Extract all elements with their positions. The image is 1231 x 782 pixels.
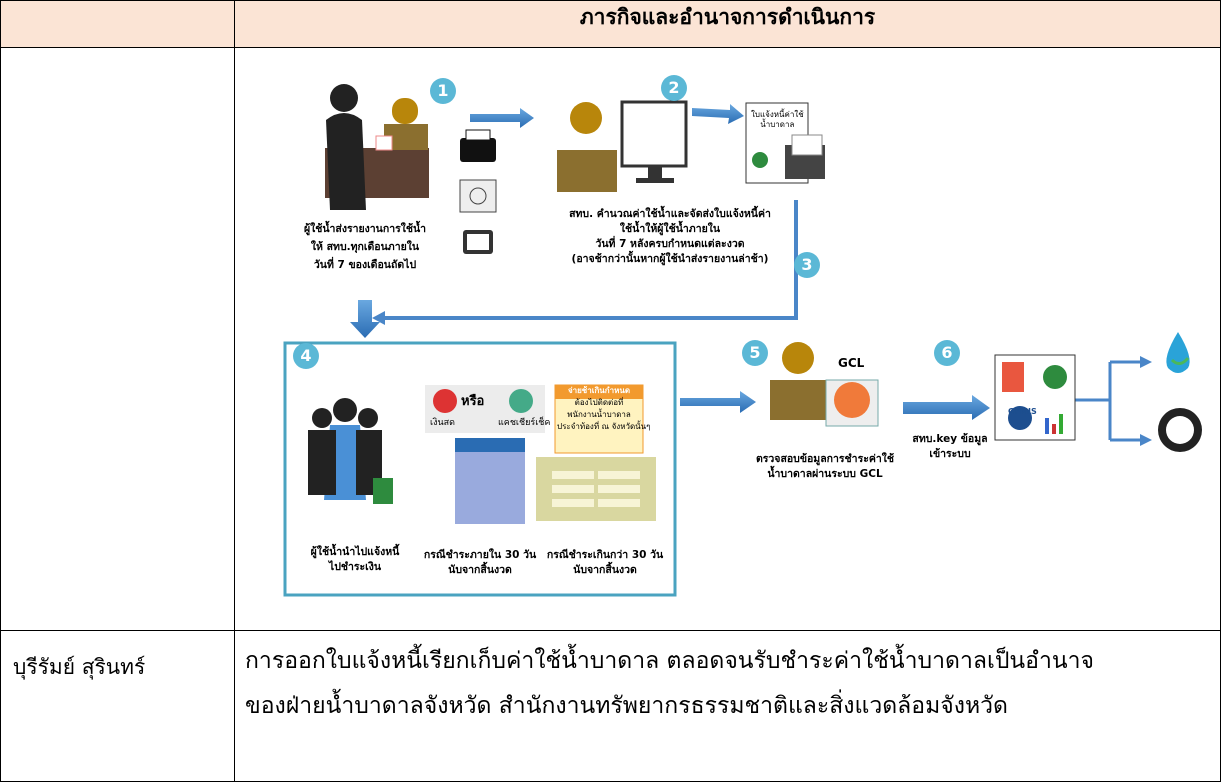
late-box-line-2: พนักงานน้ำบาดาล [567, 410, 631, 419]
arrow-5-6 [903, 395, 990, 420]
caption-key-2: เข้าระบบ [929, 448, 971, 460]
caption-calc-3: วันที่ 7 หลังครบกำหนดแต่ละงวด [595, 238, 745, 250]
caption-check-2: น้ำบาดาลผ่านระบบ GCL [767, 468, 883, 480]
caption-key: สทบ.key ข้อมูล เข้าระบบ [905, 432, 995, 462]
gcl-label: GCL [838, 356, 865, 370]
caption-user-report: ผู้ใช้น้ำส่งรายงานการใช้น้ำ ให้ สทบ.ทุกเ… [300, 220, 430, 274]
late-box-text: จ่ายช้าเกินกำหนด ต้องไปติดต่อที่ พนักงาน… [557, 385, 651, 433]
step-4-badge: 4 [293, 343, 319, 369]
email-icon [459, 179, 497, 213]
diagram-left-cell [0, 47, 235, 631]
late-box-title: จ่ายช้าเกินกำหนด [567, 386, 631, 395]
step-2-badge: 2 [661, 75, 687, 101]
caption-pay-1: ผู้ใช้น้ำนำไปแจ้งหนี้ [310, 546, 400, 558]
caption-calc-1: สทบ. คำนวณค่าใช้น้ำและจัดส่งใบแจ้งหนี้ค่… [569, 208, 771, 220]
province-row: บุรีรัมย์ สุรินทร์ การออกใบแจ้งหนี้เรียก… [0, 630, 1221, 782]
caption-user-report-2: ให้ สทบ.ทุกเดือนภายใน [310, 241, 420, 253]
payer-group-image [308, 398, 393, 504]
ministry-logo [1158, 408, 1202, 452]
arrow-2-invoice [692, 104, 744, 124]
arrow-1-2 [470, 108, 534, 128]
cheque-text: แคชเชียร์เช็ค [498, 418, 551, 428]
cash-text: เงินสด [430, 418, 455, 428]
step4-frame [283, 341, 677, 597]
groundwater-logo [1166, 332, 1190, 373]
province-name: บุรีรัมย์ สุรินทร์ [0, 630, 235, 782]
tablet-icon [463, 230, 493, 254]
bank-building-image [455, 438, 525, 524]
caption-check-1: ตรวจสอบข้อมูลการชำระค่าใช้ [755, 453, 895, 465]
late-payment-image [536, 384, 656, 521]
caption-pay: ผู้ใช้น้ำนำไปแจ้งหนี้ ไปชำระเงิน [300, 545, 410, 575]
or-text: หรือ [461, 394, 485, 409]
header-left-cell [0, 0, 235, 48]
arrow-3-return [385, 200, 798, 320]
arrow-split-head-bottom [1140, 434, 1152, 446]
invoice-text: ใบแจ้งหนี้ค่าใช้ น้ำบาดาล [751, 110, 804, 130]
step-6-badge: 6 [934, 340, 960, 366]
caption-check: ตรวจสอบข้อมูลการชำระค่าใช้ น้ำบาดาลผ่านร… [745, 452, 905, 482]
gfmis-image [994, 354, 1076, 441]
user-at-counter-image [325, 84, 429, 210]
step-3-badge: 3 [794, 252, 820, 278]
arrow-4-5 [680, 391, 756, 413]
cash-or-cheque-image [425, 385, 545, 433]
officer-gcl-image [770, 342, 879, 427]
invoice-text-2: น้ำบาดาล [760, 120, 795, 129]
caption-pay-2: ไปชำระเงิน [328, 561, 382, 573]
process-diagram: 1 2 3 4 5 6 ใบแจ้งหนี้ค่าใช้ น้ำบาดาล GC… [283, 75, 1202, 597]
mission-text-line-1: การออกใบแจ้งหนี้เรียกเก็บค่าใช้น้ำบาดาล … [245, 648, 1094, 674]
caption-over30-1: กรณีชำระเกินกว่า 30 วัน [546, 549, 664, 561]
caption-key-1: สทบ.key ข้อมูล [912, 433, 988, 445]
caption-over30-2: นับจากสิ้นงวด [573, 564, 637, 576]
printer-icon [460, 129, 496, 162]
arrow-down-to-4 [350, 300, 380, 338]
gfmis-text: GFMIS [1008, 407, 1037, 416]
late-box-line-1: ต้องไปติดต่อที่ [574, 398, 624, 407]
caption-over30: กรณีชำระเกินกว่า 30 วัน นับจากสิ้นงวด [540, 548, 670, 578]
invoice-image [745, 102, 825, 184]
invoice-text-1: ใบแจ้งหนี้ค่าใช้ [751, 110, 804, 119]
arrow-3-head [372, 311, 385, 325]
diagram-svg [283, 84, 1202, 597]
caption-user-report-3: วันที่ 7 ของเดือนถัดไป [313, 259, 417, 271]
mission-text-line-2: ของฝ่ายน้ำบาดาลจังหวัด สำนักงานทรัพยากรธ… [245, 693, 1008, 719]
arrow-split [1075, 360, 1140, 442]
caption-calc: สทบ. คำนวณค่าใช้น้ำและจัดส่งใบแจ้งหนี้ค่… [555, 207, 785, 267]
late-box-line-3: ประจำท้องที่ ณ จังหวัดนั้นๆ [557, 422, 651, 431]
officer-computer-image [557, 100, 688, 192]
step-5-badge: 5 [742, 340, 768, 366]
caption-within30-2: นับจากสิ้นงวด [448, 564, 512, 576]
mission-text: การออกใบแจ้งหนี้เรียกเก็บค่าใช้น้ำบาดาล … [234, 630, 1221, 782]
caption-calc-4: (อาจช้ากว่านั้นหากผู้ใช้นำส่งรายงานล่าช้… [571, 253, 769, 265]
caption-within30-1: กรณีชำระภายใน 30 วัน [423, 549, 537, 561]
caption-within30: กรณีชำระภายใน 30 วัน นับจากสิ้นงวด [420, 548, 540, 578]
step-1-badge: 1 [430, 78, 456, 104]
caption-user-report-1: ผู้ใช้น้ำส่งรายงานการใช้น้ำ [303, 223, 427, 235]
arrow-split-head-top [1140, 356, 1152, 368]
caption-calc-2: ใช้น้ำให้ผู้ใช้น้ำภายใน [619, 223, 721, 235]
